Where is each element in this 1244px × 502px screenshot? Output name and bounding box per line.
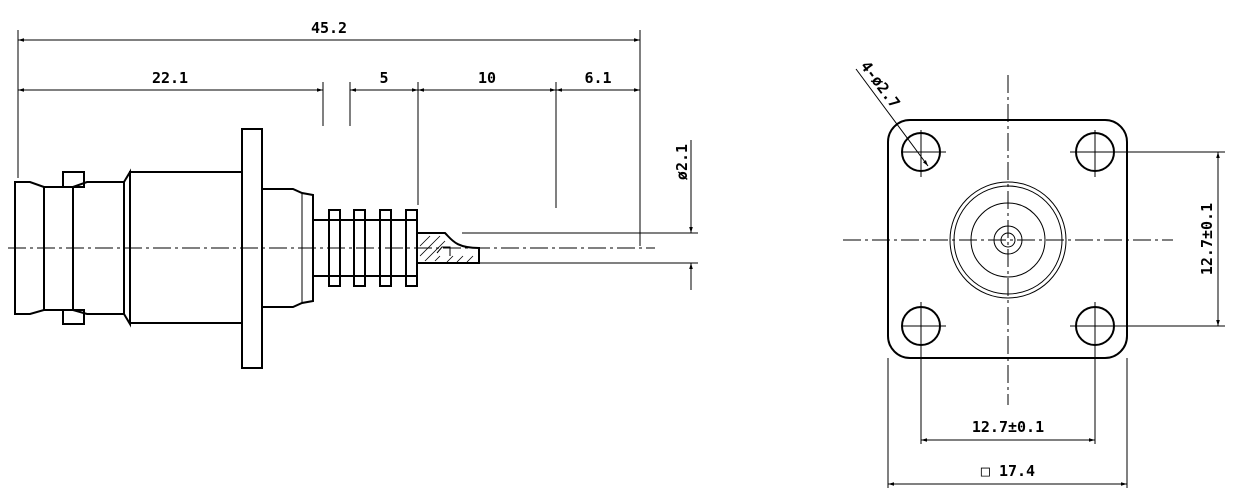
square-flange: [887, 119, 1128, 359]
dim-overall-length: 45.2: [311, 19, 347, 37]
dim-pin-diameter: ø2.1: [673, 144, 691, 180]
front-view: 4-ø2.7 12.7±0.1 12.7±0.1 □ 17.4: [843, 58, 1225, 488]
dim-segment-4: 6.1: [584, 69, 611, 87]
dim-segment-3: 10: [478, 69, 496, 87]
coax-interface: [949, 181, 1067, 299]
connector-body: [14, 128, 480, 369]
mounting-holes: [901, 130, 1120, 358]
dim-hole-spacing-vertical: 12.7±0.1: [1198, 203, 1216, 275]
dim-segment-2: 5: [379, 69, 388, 87]
dim-flange-size: □ 17.4: [981, 462, 1035, 480]
side-view: 45.2 22.1 5 10 6.1 ø2.1: [8, 19, 698, 369]
flange: [241, 128, 263, 369]
dim-segment-1: 22.1: [152, 69, 188, 87]
dim-hole-callout: 4-ø2.7: [857, 58, 904, 112]
dim-hole-spacing-horizontal: 12.7±0.1: [972, 418, 1044, 436]
pin: [416, 232, 480, 264]
